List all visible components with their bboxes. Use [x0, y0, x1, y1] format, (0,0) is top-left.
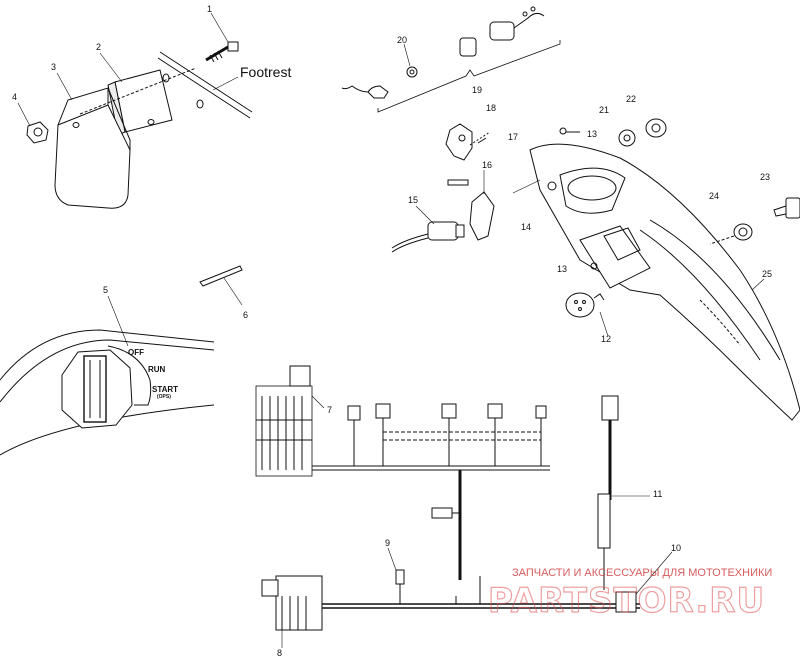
callout-14: 14	[521, 222, 531, 232]
callout-1: 1	[207, 4, 212, 14]
callout-20: 20	[397, 35, 407, 45]
lamp-socket-part	[645, 118, 667, 138]
callout-3: 3	[51, 62, 56, 72]
callout-13a: 13	[587, 129, 597, 139]
switch-start-label: START	[152, 385, 178, 394]
ignition-key-switch	[61, 345, 152, 429]
switch-run-label: RUN	[148, 365, 166, 374]
mount-bracket-part	[445, 123, 491, 161]
switch-off-label: OFF	[128, 348, 144, 357]
callout-23: 23	[760, 172, 770, 182]
callout-numbers: 1 2 3 4 5 6 7 8 9 10 11 12 13 13 14 15 1…	[12, 4, 772, 658]
switch-ops-label: (OPS)	[157, 394, 171, 400]
footrest-label: Footrest	[240, 64, 291, 80]
callout-12: 12	[601, 334, 611, 344]
screw-part	[559, 127, 598, 270]
tether-clip-part	[447, 170, 495, 241]
callout-8: 8	[277, 648, 282, 658]
wiring-harness	[255, 365, 673, 648]
dash-console	[512, 143, 800, 421]
callout-11: 11	[653, 489, 662, 499]
watermark-logo: PARTSTOR.RU	[488, 581, 765, 621]
callout-22: 22	[626, 94, 636, 104]
key-part	[773, 197, 800, 219]
watermark-tagline: ЗАПЧАСТИ И АКСЕССУАРЫ ДЛЯ МОТОТЕХНИКИ	[512, 567, 772, 579]
washer-part	[196, 99, 204, 109]
kill-switch-part	[391, 205, 465, 253]
callout-10: 10	[671, 543, 681, 553]
callout-25: 25	[762, 269, 772, 279]
clip-part	[199, 265, 243, 306]
key-switch-panel	[0, 295, 215, 456]
footrest-assembly	[17, 12, 253, 209]
callout-13b: 13	[557, 264, 567, 274]
callout-2: 2	[96, 42, 101, 52]
callout-6: 6	[243, 310, 248, 320]
callout-17: 17	[508, 132, 518, 142]
nut-part	[26, 121, 49, 144]
watermark: ЗАПЧАСТИ И АКСЕССУАРЫ ДЛЯ МОТОТЕХНИКИ PA…	[487, 567, 772, 622]
callout-5: 5	[103, 285, 108, 295]
bolt-part	[205, 41, 239, 63]
callout-16: 16	[482, 160, 492, 170]
washer-part	[162, 73, 170, 83]
callout-15: 15	[408, 195, 418, 205]
callout-21: 21	[599, 105, 609, 115]
rubber-pad-part	[54, 87, 131, 209]
callout-7: 7	[327, 405, 332, 415]
callout-9: 9	[385, 538, 390, 548]
callout-19: 19	[472, 85, 482, 95]
callout-24: 24	[709, 191, 719, 201]
grommet-part	[618, 129, 636, 147]
ignition-switch-part	[565, 292, 609, 337]
callout-4: 4	[12, 92, 17, 102]
seal-ring-part	[709, 223, 753, 245]
callout-18: 18	[486, 103, 496, 113]
switch-wire-set	[341, 6, 561, 113]
